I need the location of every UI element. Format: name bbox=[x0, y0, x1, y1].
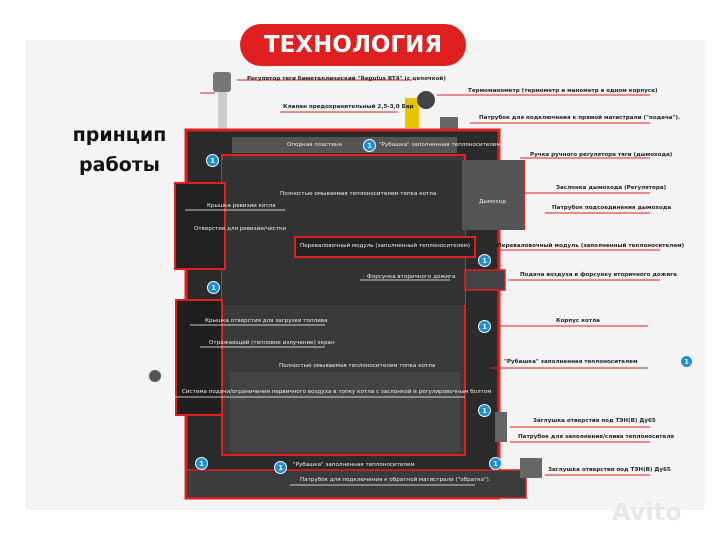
label-jacket-right: "Рубашка" заполненная теплоносителем bbox=[504, 359, 638, 365]
label-return-pipe: Патрубок для подключения к обратной маги… bbox=[300, 477, 491, 483]
jacket-badge: 1 bbox=[680, 355, 693, 368]
avito-logo: Avito bbox=[612, 498, 682, 526]
label-jacket-bottom: "Рубашка" заполненная теплоносителем bbox=[293, 462, 415, 468]
label-housing: Корпус котла bbox=[556, 318, 600, 324]
label-heater-plug-2: Заглушка отверстия под ТЭН(В) Ду65 bbox=[548, 467, 671, 473]
label-chimney: Дымоход bbox=[479, 199, 507, 205]
primary-air-bolt bbox=[149, 370, 161, 382]
subtitle: принцип работы bbox=[72, 124, 167, 176]
label-primary-air: Система подачи/ограничения первичного во… bbox=[182, 389, 492, 395]
label-jacket-top: "Рубашка" заполненная теплоносителем bbox=[379, 142, 501, 148]
support-plate bbox=[232, 137, 457, 153]
page-title: ТЕХНОЛОГИЯ bbox=[240, 24, 466, 66]
label-revision-hole: Отверстие для ревизии/чистки bbox=[194, 226, 287, 232]
jacket-badge: 1 bbox=[478, 404, 491, 417]
label-nozzle-air: Подача воздуха в форсунку вторичного дож… bbox=[520, 272, 677, 278]
chimney-pipe bbox=[462, 160, 524, 230]
label-regulator: Регулятор тяги биметаллический "Regulus … bbox=[247, 76, 446, 82]
transfer-module bbox=[294, 236, 476, 258]
thermomanometer bbox=[417, 91, 435, 109]
jacket-badge: 1 bbox=[207, 281, 220, 294]
jacket-badge: 1 bbox=[274, 461, 287, 474]
jacket-badge: 1 bbox=[478, 254, 491, 267]
label-reflector: Отражающий (тепловое излучение) экран bbox=[209, 340, 335, 346]
label-loading-cover: Крышка отверстия для загрузки топлива bbox=[205, 318, 328, 324]
label-firebox-top: Полностью омываемая теплоносителем топка… bbox=[280, 191, 437, 197]
jacket-badge: 1 bbox=[489, 457, 502, 470]
jacket-badge: 1 bbox=[363, 139, 376, 152]
label-revision-cover: Крышка ревизии котла bbox=[207, 203, 276, 209]
boiler-base bbox=[185, 469, 527, 499]
label-transfer-module-inner: Переваловочный модуль (заполненный тепло… bbox=[300, 243, 471, 249]
jacket-badge: 1 bbox=[195, 457, 208, 470]
secondary-nozzle bbox=[464, 269, 506, 291]
jacket-badge: 1 bbox=[206, 154, 219, 167]
label-thermomanometer: Термоманометр (термометр и манометр в од… bbox=[468, 88, 658, 94]
leader-lines bbox=[200, 79, 660, 476]
revision-cover bbox=[174, 182, 226, 270]
label-chimney-pipe: Патрубок подсоединения дымохода bbox=[552, 205, 672, 211]
heater-plug bbox=[495, 412, 507, 442]
safety-valve bbox=[405, 98, 419, 128]
label-valve: Клапан предохранительный 2,5-3,0 Бар bbox=[283, 104, 414, 110]
label-transfer-module: Переваловочный модуль (заполненный тепло… bbox=[497, 243, 685, 249]
loading-door bbox=[175, 299, 223, 416]
label-fill-pipe: Патрубок для заполнения/слива теплоносит… bbox=[518, 434, 675, 440]
label-support-plate: Опорная пластина bbox=[287, 142, 342, 148]
inner-leader-lines bbox=[175, 209, 475, 486]
label-damper-handle: Ручка ручного регулятора тяги (дымохода) bbox=[530, 152, 673, 158]
label-heater-plug-1: Заглушка отверстия под ТЭН(В) Ду65 bbox=[533, 418, 656, 424]
draft-regulator-knob bbox=[213, 72, 231, 92]
heater-plug bbox=[520, 458, 542, 478]
label-firebox-bottom: Полностью омываемая теплоносителем топка… bbox=[279, 363, 436, 369]
jacket-badge: 1 bbox=[478, 320, 491, 333]
label-supply-pipe: Патрубок для подключения к прямой магист… bbox=[479, 115, 681, 121]
label-chimney-damper: Заслонка дымохода (Регулятора) bbox=[556, 185, 667, 191]
label-nozzle: Форсунка вторичного дожига bbox=[367, 274, 456, 280]
